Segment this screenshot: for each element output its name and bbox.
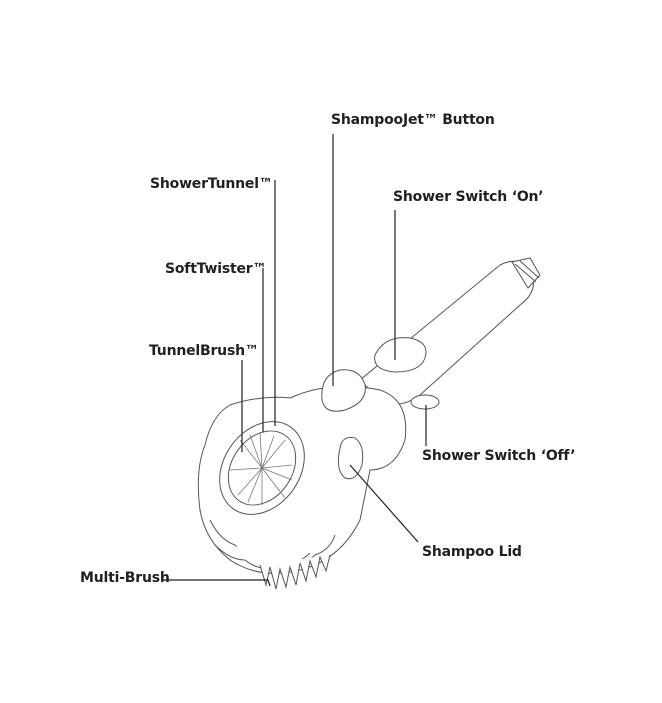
multi-brush-bristles xyxy=(259,554,331,590)
label-tunnel-brush: TunnelBrush™ xyxy=(149,343,259,359)
device-illustration xyxy=(197,257,541,590)
label-shower-switch-on: Shower Switch ‘On’ xyxy=(393,189,544,205)
leader-lines xyxy=(163,134,427,587)
label-shower-tunnel: ShowerTunnel™ xyxy=(150,176,273,192)
label-shampoojet-button: ShampooJet™ Button xyxy=(331,112,495,128)
label-multi-brush: Multi-Brush xyxy=(80,570,170,586)
label-shampoo-lid: Shampoo Lid xyxy=(422,544,522,560)
label-shower-switch-off: Shower Switch ‘Off’ xyxy=(422,448,576,464)
label-soft-twister: SoftTwister™ xyxy=(165,261,267,277)
